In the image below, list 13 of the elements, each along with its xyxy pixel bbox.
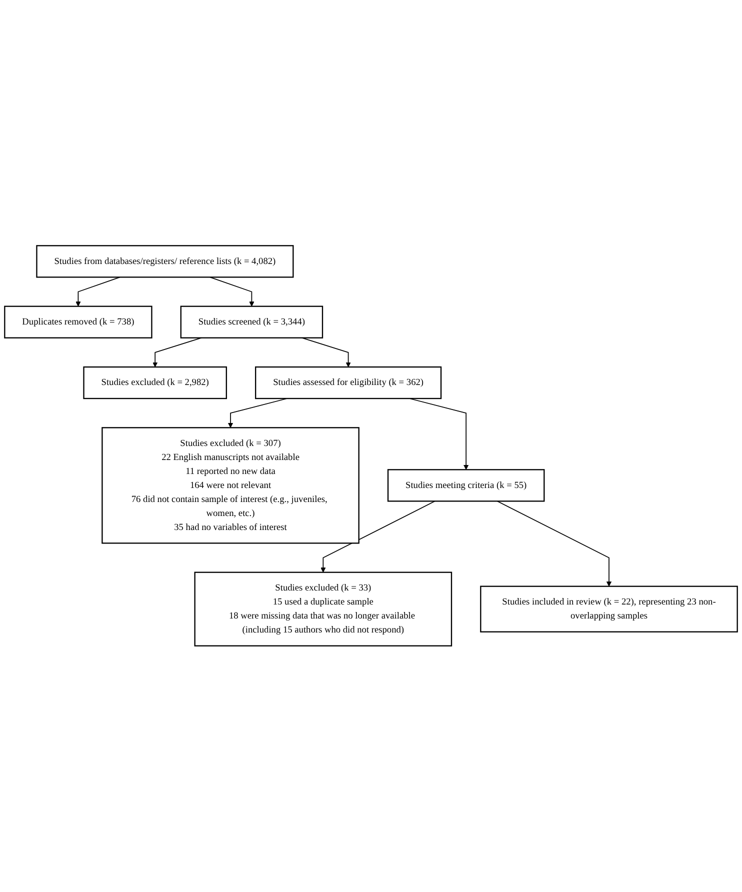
node-box: Duplicates removed (k = 738) (4, 306, 152, 339)
node-box: Studies excluded (k = 2,982) (83, 366, 227, 400)
node-box: Studies meeting criteria (k = 55) (387, 469, 545, 502)
node-box: Studies from databases/registers/ reference lists (k = 4,082) (36, 245, 294, 278)
node-box: Studies assessed for eligibility (k = 362) (255, 366, 442, 400)
node-box: Studies included in review (k = 22), representing 23 non-overlapping samples (480, 586, 738, 633)
arrow (320, 500, 436, 573)
node-box: Studies excluded (k = 307) 22 English manuscripts not available 11 reported no new data 164 were not relevant 76 did not contain sample of interest (e.g., juveniles, women, etc.) 35 had no variables of interest (102, 427, 360, 544)
node-box: Studies screened (k = 3,344) (180, 306, 324, 339)
arrow (76, 276, 120, 307)
node-box: Studies excluded (k = 33) 15 used a duplicate sample 18 were missing data that was no longer available (including 15 authors who did not respond) (194, 572, 452, 647)
arrow (210, 276, 254, 307)
arrow (496, 500, 612, 587)
